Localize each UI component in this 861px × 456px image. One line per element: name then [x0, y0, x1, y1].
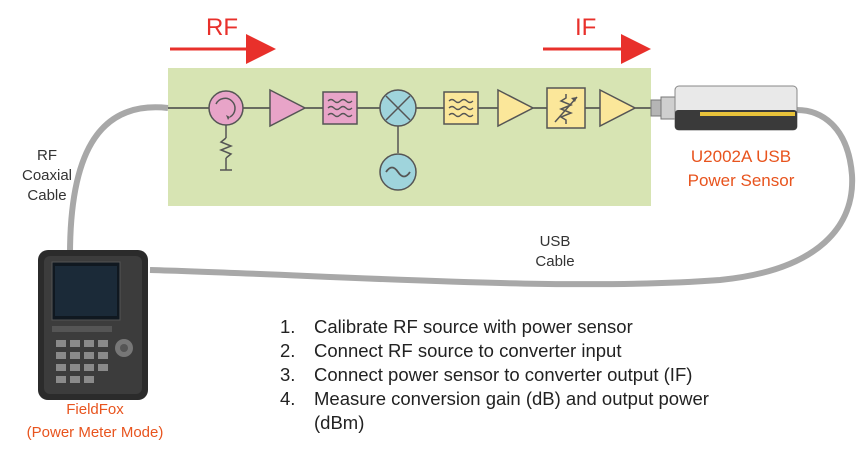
rf-cable-label-line2: Coaxial	[21, 167, 73, 184]
fieldfox-instrument	[38, 250, 148, 400]
rf-coaxial-cable	[67, 104, 169, 256]
procedure-steps: 1.Calibrate RF source with power sensor …	[280, 315, 709, 435]
usb-cable-label-line1: USB	[539, 233, 571, 250]
step-item: 3. Connect power sensor to converter outp…	[280, 363, 709, 387]
step-text: Connect power sensor to converter output…	[314, 364, 693, 385]
rf-cable-label-line3: Cable	[27, 187, 67, 204]
step-number: 4.	[280, 388, 296, 409]
step-number: 3.	[280, 364, 296, 385]
usb-cable	[149, 107, 856, 288]
power-sensor-label: U2002A USB Power Sensor	[676, 145, 806, 193]
step-text: Connect RF source to converter input	[314, 340, 622, 361]
power-sensor-label-line2: Power Sensor	[687, 171, 795, 190]
step-item: 2. Connect RF source to converter input	[280, 339, 709, 363]
step-number: 1.	[280, 316, 296, 337]
if-flow-label: IF	[575, 14, 597, 41]
fieldfox-label-line2: (Power Meter Mode)	[26, 424, 164, 441]
rf-flow-label: RF	[206, 14, 238, 41]
rf-amplifier-icon	[269, 88, 307, 128]
if-amplifier-1-icon	[497, 88, 535, 128]
rf-cable-label-line1: RF	[37, 147, 57, 164]
circulator-icon	[208, 90, 244, 171]
fieldfox-label-line1: FieldFox	[66, 401, 124, 418]
rf-filter-icon	[322, 91, 358, 125]
rf-coaxial-cable-label: RF Coaxial Cable	[18, 146, 76, 206]
step-text: Measure conversion gain (dB) and output …	[314, 388, 709, 409]
power-sensor-device	[650, 85, 798, 131]
step-item: 1. Calibrate RF source with power sensor	[280, 315, 709, 339]
usb-cable-label-line2: Cable	[535, 253, 575, 270]
mixer-icon	[379, 89, 417, 153]
power-sensor-label-line1: U2002A USB	[690, 147, 792, 166]
local-oscillator-icon	[379, 153, 417, 191]
usb-cable-label: USB Cable	[525, 232, 585, 272]
if-amplifier-2-icon	[599, 88, 637, 128]
step-text-continued: (dBm)	[314, 412, 365, 433]
if-filter-icon	[443, 91, 479, 125]
step-text: Calibrate RF source with power sensor	[314, 316, 633, 337]
fieldfox-label: FieldFox (Power Meter Mode)	[0, 398, 190, 444]
step-item: 4. Measure conversion gain (dB) and outpu…	[280, 387, 709, 435]
step-number: 2.	[280, 340, 296, 361]
variable-attenuator-icon	[546, 87, 586, 129]
